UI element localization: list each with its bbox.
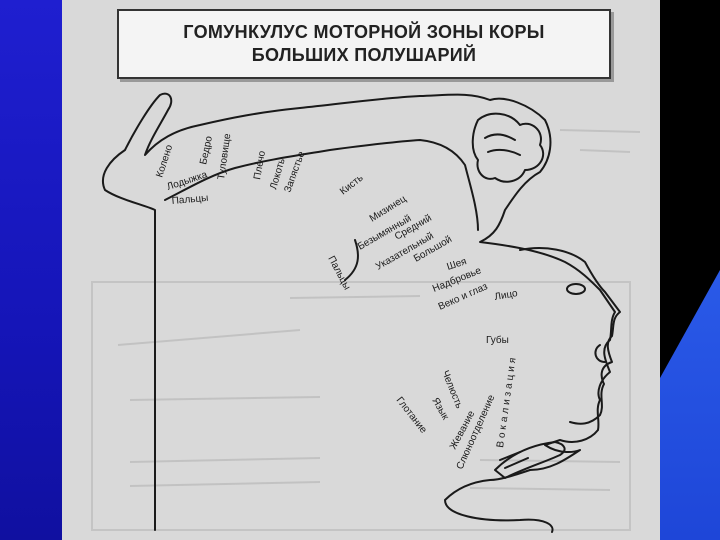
label-knee: Колено (154, 143, 175, 179)
label-toes: Пальцы (171, 193, 209, 207)
label-tongue: Язык (429, 396, 451, 422)
label-swallowing: Глотание (394, 395, 429, 436)
label-face: Лицо (494, 288, 519, 303)
label-lips: Губы (486, 334, 509, 346)
label-trunk: Туловище (216, 132, 233, 180)
label-vocalization: Вокализация (495, 354, 519, 448)
label-hand: Кисть (338, 173, 365, 198)
label-shoulder: Плечо (252, 150, 268, 181)
hand-drawing (473, 114, 543, 182)
label-hip: Бедро (198, 135, 215, 166)
face-profile (520, 248, 620, 424)
label-fingers: Пальцы (325, 254, 352, 292)
cortex-outline (103, 94, 615, 532)
cortex-inner-fold (165, 140, 478, 230)
